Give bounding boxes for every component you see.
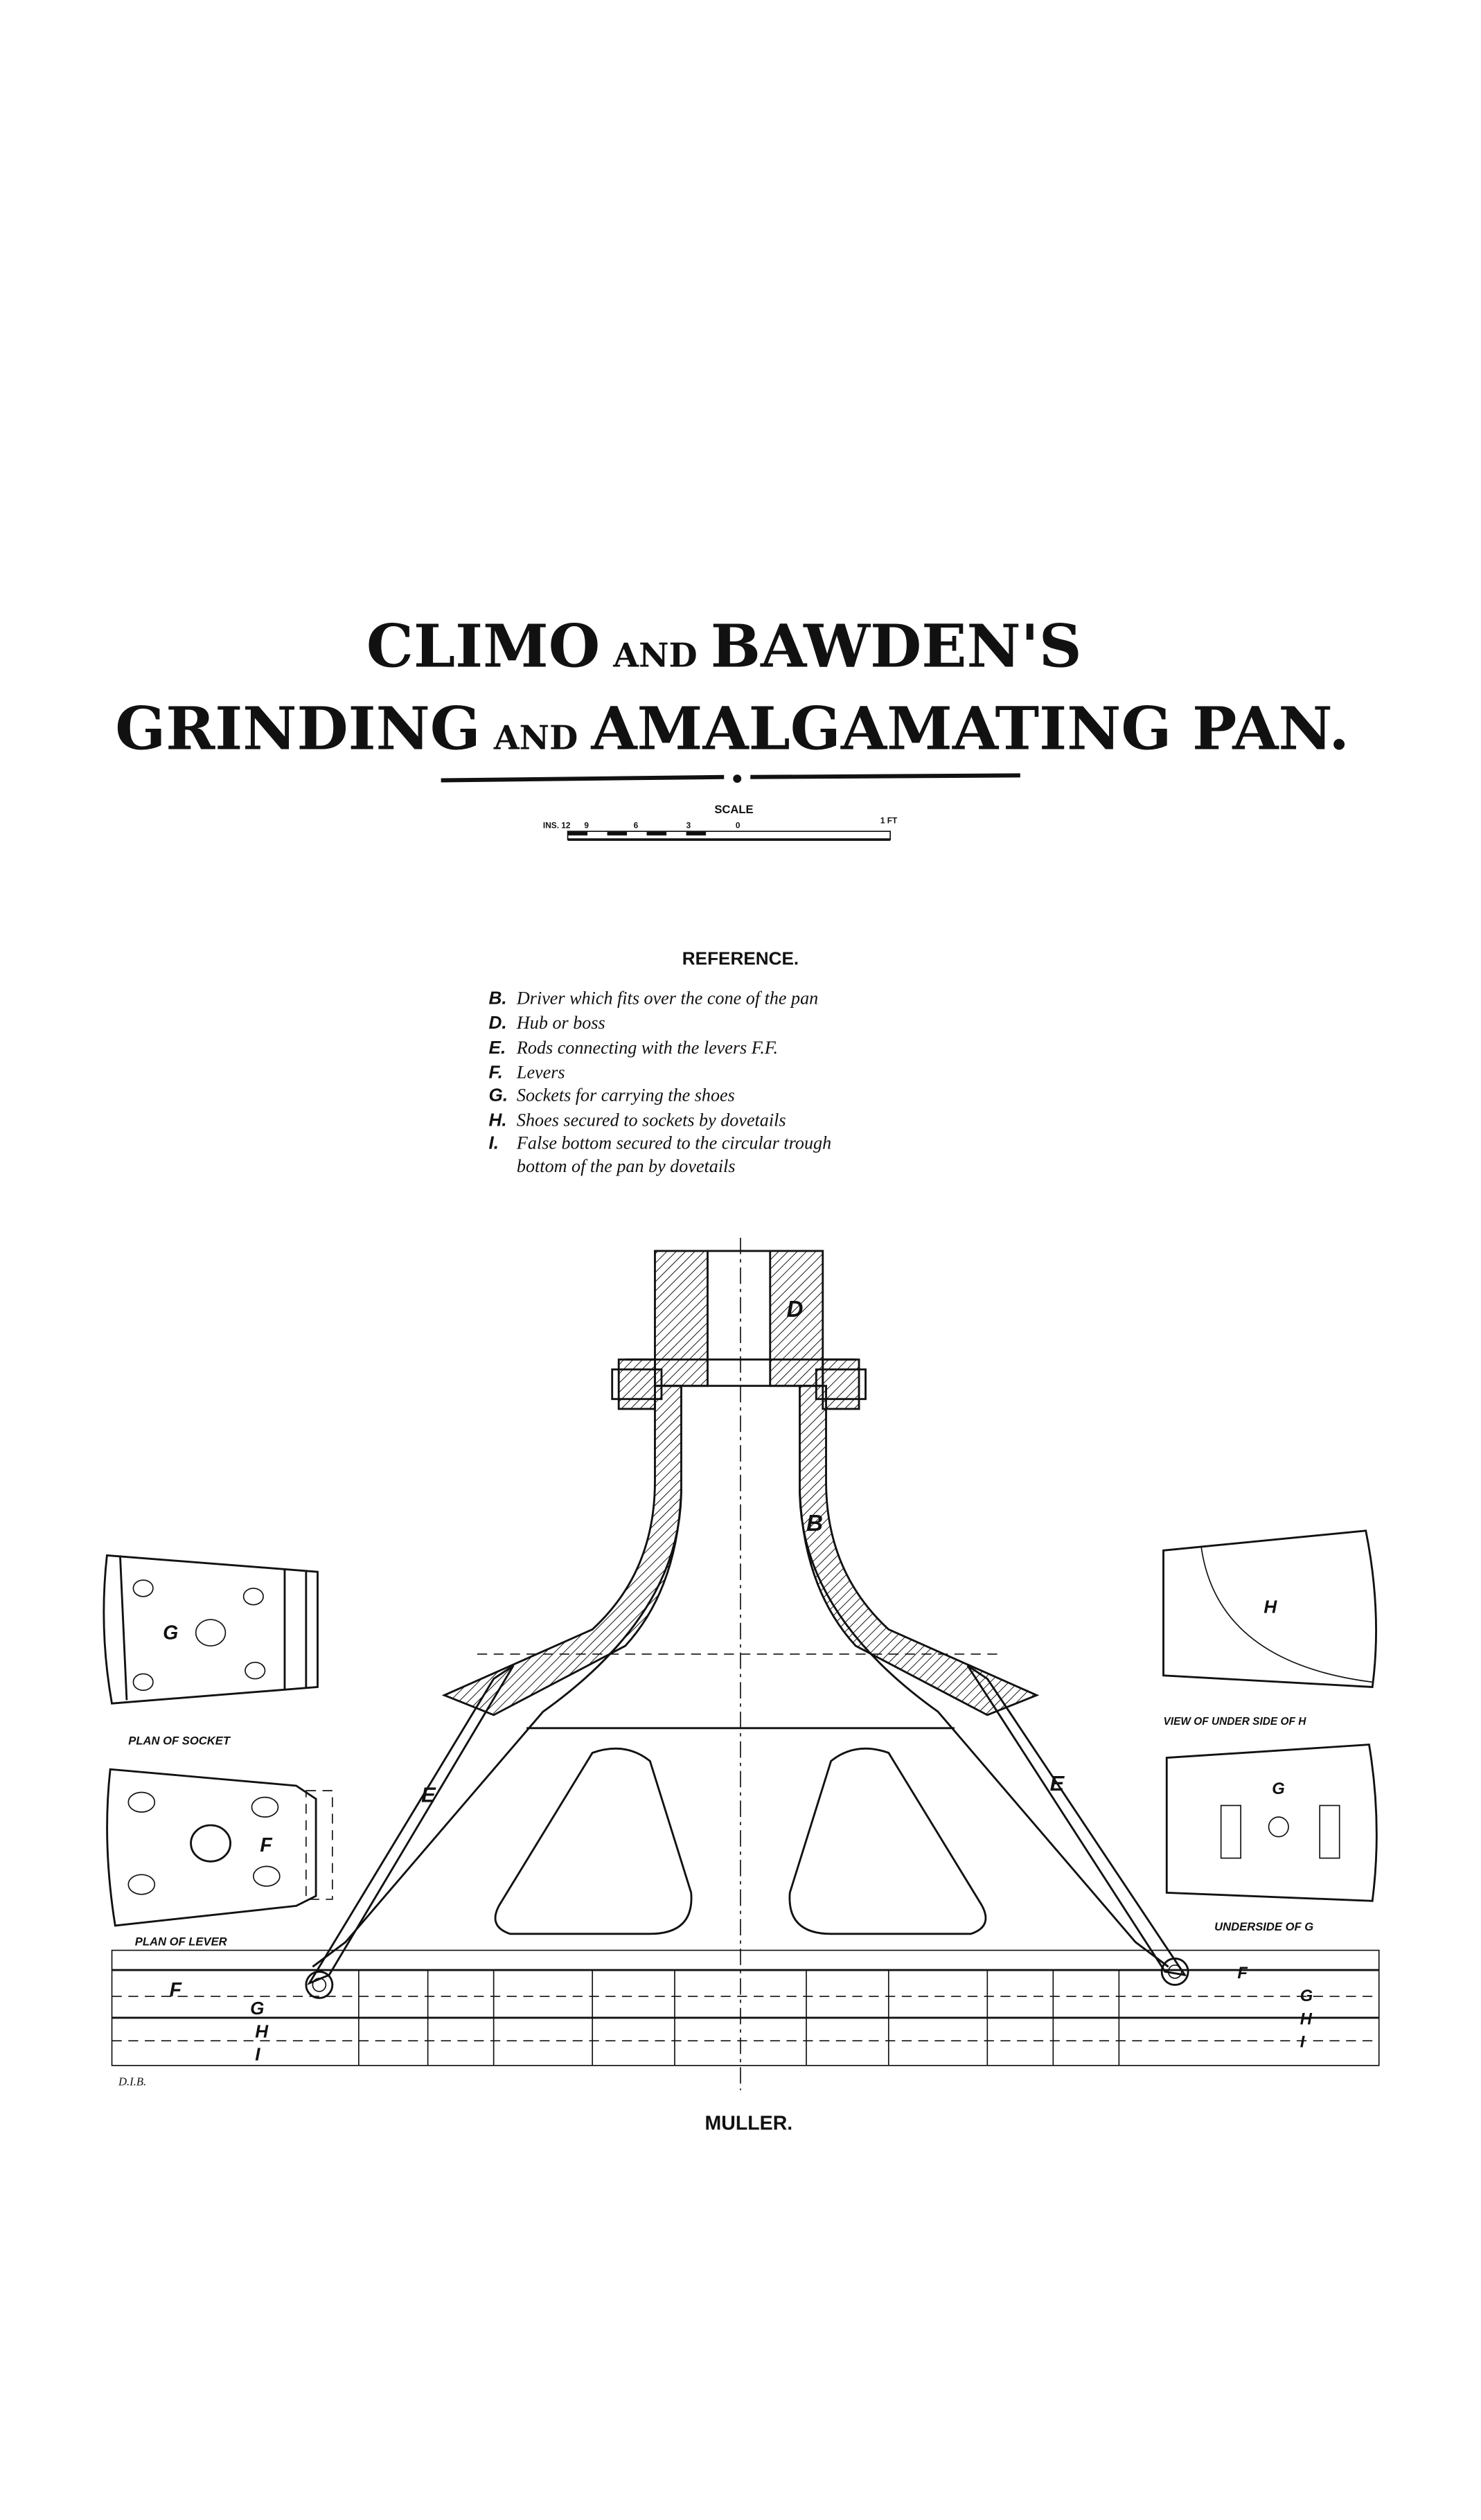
base-trough	[111, 1949, 1380, 2066]
reference-text: Hub or boss	[516, 1013, 605, 1033]
figure-caption: MULLER.	[705, 2112, 793, 2134]
label-i-left: I	[255, 2044, 260, 2065]
plan-of-lever: F PLAN OF LEVER	[106, 1768, 333, 1948]
label-h-view: H	[1263, 1597, 1277, 1617]
scale-tick: 6	[634, 820, 639, 830]
reference-key: H.	[489, 1109, 507, 1130]
label-f-right: F	[1237, 1964, 1248, 1982]
label-b: B	[806, 1511, 823, 1536]
rod-right	[966, 1665, 1187, 1977]
plan-of-socket: G PLAN OF SOCKET	[103, 1554, 319, 1748]
reference-heading: REFERENCE.	[682, 948, 799, 969]
opening-right	[788, 1747, 987, 1935]
draftsman-initials: D.I.B.	[118, 2075, 146, 2088]
label-g-right: G	[1300, 1987, 1313, 2005]
scale-tick: 3	[686, 820, 691, 830]
scale-tick: INS. 12	[543, 820, 571, 830]
reference-key: D.	[489, 1012, 507, 1033]
reference-text: Rods connecting with the levers F.F.	[516, 1038, 778, 1058]
scale-bar: SCALE INS. 12 9 6 3 0 1 FT	[543, 803, 898, 841]
reference-text: False bottom secured to the circular tro…	[516, 1133, 831, 1153]
caption-plan-socket: PLAN OF SOCKET	[128, 1734, 231, 1748]
rod-left	[307, 1665, 515, 1986]
label-d: D	[787, 1297, 804, 1322]
driver-cone-right	[799, 1385, 1040, 1716]
reference-key: G.	[489, 1085, 508, 1106]
reference-text: Levers	[516, 1063, 565, 1083]
reference-key: F.	[489, 1062, 503, 1083]
caption-underside-g: UNDERSIDE OF G	[1214, 1920, 1313, 1933]
label-i-right: I	[1300, 2033, 1305, 2052]
label-h-right: H	[1300, 2009, 1313, 2028]
lever-label-f: F	[260, 1834, 273, 1856]
scale-tick: 0	[736, 820, 740, 830]
opening-left	[494, 1747, 693, 1935]
reference-key: E.	[489, 1037, 506, 1058]
label-h-left: H	[255, 2021, 269, 2041]
label-e-left: E	[421, 1783, 436, 1807]
title-rule	[441, 773, 1020, 783]
socket-label-g: G	[163, 1622, 178, 1644]
label-g-view: G	[1272, 1780, 1284, 1798]
bolt-right	[822, 1358, 860, 1410]
reference-key: I.	[489, 1133, 499, 1153]
reference-text: Sockets for carrying the shoes	[517, 1085, 735, 1106]
reference-text: Shoes secured to sockets by dovetails	[517, 1110, 786, 1130]
view-underside-h: H VIEW OF UNDER SIDE OF H	[1162, 1529, 1377, 1728]
scale-tick: 1 FT	[880, 815, 898, 825]
driver-cone-left	[441, 1385, 682, 1716]
caption-plan-lever: PLAN OF LEVER	[135, 1935, 227, 1948]
hub-left-wall	[654, 1250, 709, 1387]
scale-tick: 9	[584, 820, 589, 830]
muller-section: D B E E F G H I F G H I	[111, 1237, 1380, 2091]
reference-key: B.	[489, 988, 507, 1009]
reference-list: REFERENCE. B. Driver which fits over the…	[489, 948, 832, 1176]
label-f-left: F	[170, 1979, 183, 2001]
reference-text: bottom of the pan by dovetails	[517, 1156, 736, 1176]
caption-view-under-h: VIEW OF UNDER SIDE OF H	[1164, 1716, 1307, 1728]
hub-right-wall	[769, 1250, 824, 1387]
reference-text: Driver which fits over the cone of the p…	[516, 988, 818, 1009]
bolt-left	[617, 1358, 656, 1410]
label-e-right: E	[1050, 1771, 1065, 1795]
underside-g: G UNDERSIDE OF G	[1165, 1743, 1378, 1933]
scale-label: SCALE	[714, 803, 753, 816]
label-g-left: G	[250, 1998, 264, 2018]
